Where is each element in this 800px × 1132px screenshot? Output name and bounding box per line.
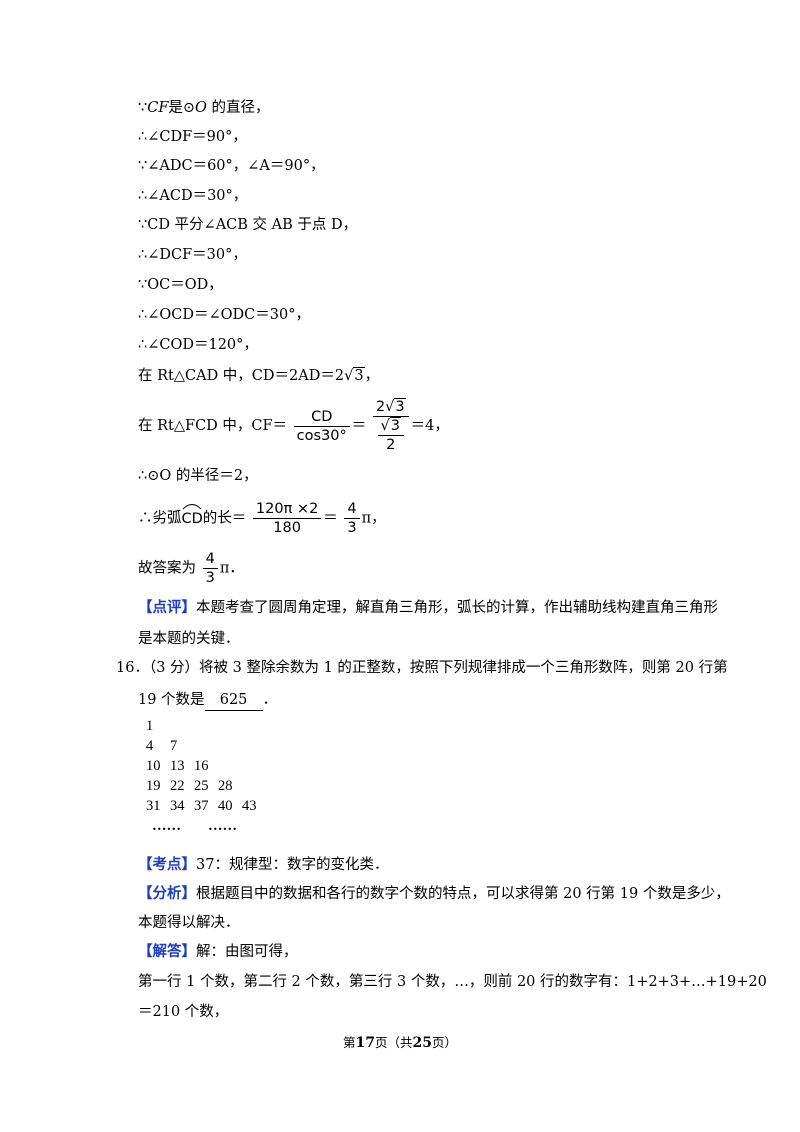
- triangle-cell: 40: [218, 798, 233, 814]
- fenxi-line-1: 【分析】根据题目中的数据和各行的数字个数的特点，可以求得第 20 行第 19 个…: [138, 885, 730, 902]
- fraction-4-over-3: 4 3: [344, 500, 360, 537]
- comment-line-1: 【点评】本题考查了圆周角定理，解直角三角形，弧长的计算，作出辅助线构建直角三角形: [138, 599, 718, 616]
- fraction-cd-cos30: CD cos30°: [293, 408, 350, 445]
- question-16-line-1: 16．（3 分）将被 3 整除余数为 1 的正整数，按照下列规律排成一个三角形数…: [116, 660, 728, 676]
- triangle-dots-row: …… ……: [146, 816, 266, 836]
- jieda-line-2: 第一行 1 个数，第二行 2 个数，第三行 3 个数，…，则前 20 行的数字有…: [138, 974, 767, 990]
- triangle-row-1: 1: [146, 716, 266, 736]
- triangle-cell: 25: [194, 778, 209, 794]
- kaodian-tag: 【考点】: [138, 856, 196, 873]
- fenxi-line-2: 本题得以解决．: [138, 915, 240, 931]
- triangle-cell: 28: [218, 778, 233, 794]
- line-angle-dcf: ∴∠DCF＝30°，: [138, 247, 247, 263]
- line-cf-diameter: ∵CF是⊙O 的直径，: [138, 100, 270, 116]
- fraction-answer-4-over-3: 4 3: [202, 550, 218, 587]
- triangle-dots: ……: [208, 818, 237, 834]
- line-radius: ∴⊙O 的半径＝2，: [138, 468, 258, 484]
- triangle-cell: 34: [170, 798, 185, 814]
- line-angle-ocd: ∴∠OCD＝∠ODC＝30°，: [138, 307, 310, 323]
- comment-line-2: 是本题的关键．: [138, 631, 240, 647]
- jieda-line-3: ＝210 个数，: [138, 1004, 229, 1020]
- jieda-line-1: 【解答】解：由图可得，: [138, 943, 298, 960]
- triangle-cell: 19: [146, 778, 161, 794]
- triangle-cell: 16: [194, 758, 209, 774]
- arc-cd: CD: [182, 503, 203, 529]
- triangle-cell: 22: [170, 778, 185, 794]
- triangle-cell: 7: [170, 738, 178, 754]
- line-angle-acd: ∴∠ACD＝30°，: [138, 188, 248, 204]
- triangle-cell: 10: [146, 758, 161, 774]
- line-oc-od: ∵OC＝OD，: [138, 277, 223, 293]
- fraction-120pi-2-over-180: 120π ×2 180: [252, 500, 322, 537]
- triangle-cell: 13: [170, 758, 185, 774]
- sqrt-3: √3: [344, 367, 365, 384]
- triangle-cell: 4: [146, 738, 154, 754]
- triangle-cell: 43: [242, 798, 257, 814]
- line-angle-adc: ∵∠ADC＝60°，∠A＝90°，: [138, 158, 325, 174]
- kaodian-line: 【考点】37：规律型：数字的变化类．: [138, 856, 389, 873]
- line-angle-cdf: ∴∠CDF＝90°，: [138, 129, 247, 145]
- page-footer: 第17页（共25页）: [342, 1035, 457, 1051]
- line-angle-cod: ∴∠COD＝120°，: [138, 337, 258, 353]
- arc-icon: [182, 503, 201, 509]
- triangle-cell: 31: [146, 798, 161, 814]
- line-rt-cad: 在 Rt△CAD 中，CD＝2AD＝2√3，: [138, 367, 380, 384]
- triangle-row-5: 31 34 37 40 43: [146, 796, 266, 816]
- line-cd-bisector: ∵CD 平分∠ACB 交 AB 于点 D，: [138, 217, 358, 233]
- triangle-cell: 1: [146, 718, 154, 734]
- line-rt-fcd: 在 Rt△FCD 中，CF＝ CD cos30° ＝ 2√3 √3 2 ＝4，: [138, 398, 449, 454]
- line-answer: 故答案为 4 3 π．: [138, 550, 244, 587]
- answer-blank: 625: [204, 690, 263, 711]
- jieda-tag: 【解答】: [138, 943, 196, 960]
- triangle-dots: ……: [152, 818, 181, 834]
- fraction-2sqrt3-over-sqrt3-2: 2√3 √3 2: [372, 398, 409, 454]
- triangle-cell: 37: [194, 798, 209, 814]
- comment-tag: 【点评】: [138, 599, 196, 616]
- fenxi-tag: 【分析】: [138, 885, 196, 902]
- triangle-row-4: 19 22 25 28: [146, 776, 266, 796]
- triangle-row-3: 10 13 16: [146, 756, 266, 776]
